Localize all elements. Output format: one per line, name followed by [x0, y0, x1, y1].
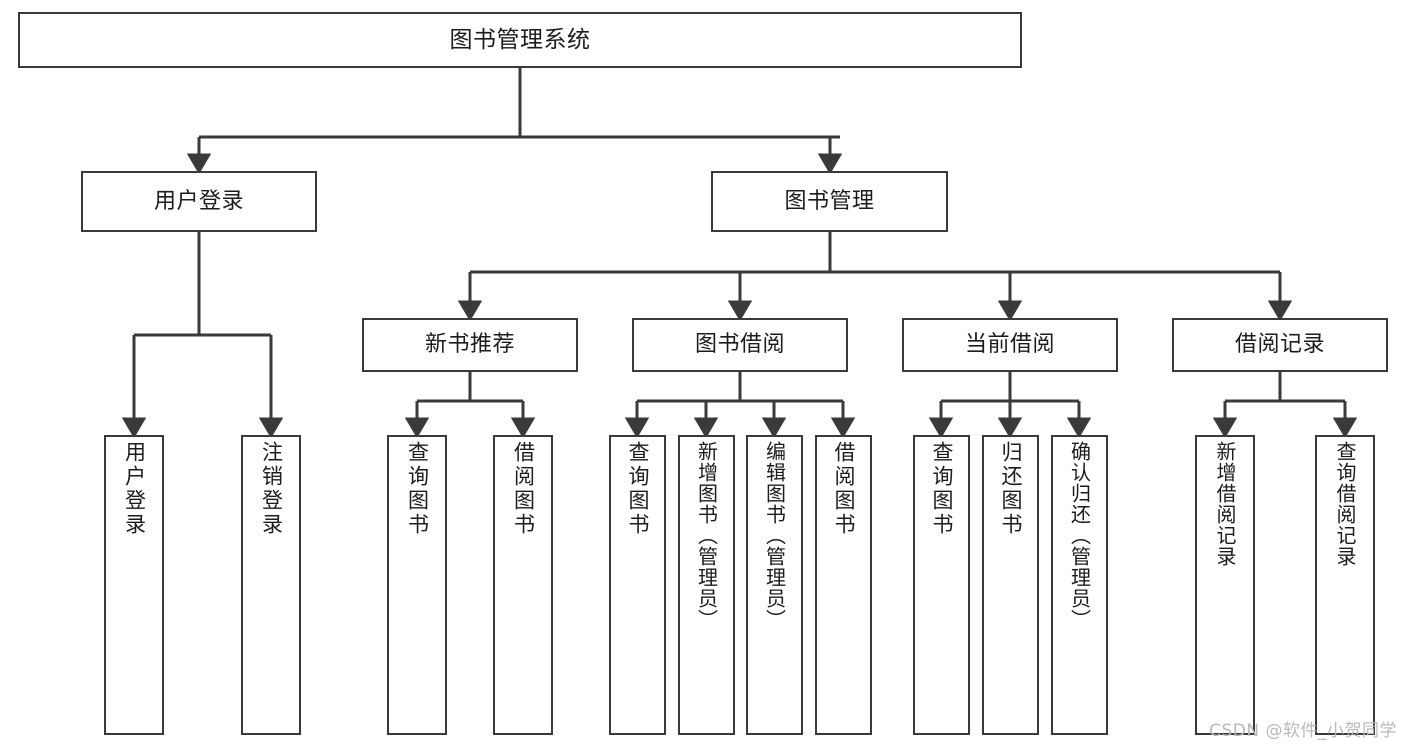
node-book-borrow[interactable]: 图书借阅 — [632, 318, 848, 372]
node-leaf-query-book-1-label: 查询图书 — [405, 441, 430, 537]
node-leaf-borrow-book-1-label: 借阅图书 — [511, 441, 536, 537]
node-leaf-add-book-label: 新增图书（管理员） — [694, 441, 719, 630]
node-borrow-record[interactable]: 借阅记录 — [1172, 318, 1388, 372]
node-leaf-logout-login-label: 注销登录 — [259, 441, 284, 537]
node-leaf-query-record[interactable]: 查询借阅记录 — [1315, 435, 1375, 735]
node-leaf-edit-book-label: 编辑图书（管理员） — [762, 441, 787, 630]
node-leaf-user-login[interactable]: 用户登录 — [104, 435, 164, 735]
node-leaf-confirm-return-label: 确认归还（管理员） — [1067, 441, 1092, 630]
node-leaf-query-book-1[interactable]: 查询图书 — [387, 435, 447, 735]
node-current-borrow[interactable]: 当前借阅 — [902, 318, 1118, 372]
node-leaf-query-record-label: 查询借阅记录 — [1333, 441, 1357, 567]
node-leaf-edit-book[interactable]: 编辑图书（管理员） — [746, 435, 803, 735]
node-borrow-record-label: 借阅记录 — [1234, 332, 1325, 358]
node-new-book-recommend[interactable]: 新书推荐 — [362, 318, 578, 372]
node-book-borrow-label: 图书借阅 — [694, 332, 785, 358]
node-leaf-borrow-book-2-label: 借阅图书 — [832, 441, 856, 537]
node-user-login-label: 用户登录 — [153, 188, 244, 214]
node-leaf-user-login-label: 用户登录 — [122, 441, 147, 537]
node-leaf-query-book-3-label: 查询图书 — [930, 441, 954, 537]
node-leaf-add-book[interactable]: 新增图书（管理员） — [678, 435, 735, 735]
node-leaf-confirm-return[interactable]: 确认归还（管理员） — [1051, 435, 1108, 735]
node-user-login[interactable]: 用户登录 — [81, 171, 317, 232]
node-leaf-logout-login[interactable]: 注销登录 — [241, 435, 301, 735]
node-current-borrow-label: 当前借阅 — [964, 332, 1055, 358]
node-leaf-query-book-3[interactable]: 查询图书 — [913, 435, 970, 735]
node-root[interactable]: 图书管理系统 — [18, 12, 1022, 68]
node-new-book-recommend-label: 新书推荐 — [424, 332, 515, 358]
node-book-management[interactable]: 图书管理 — [711, 171, 948, 232]
node-leaf-add-record-label: 新增借阅记录 — [1213, 441, 1237, 567]
node-leaf-return-book-label: 归还图书 — [999, 441, 1023, 537]
node-book-management-label: 图书管理 — [784, 188, 875, 214]
node-leaf-borrow-book-2[interactable]: 借阅图书 — [815, 435, 872, 735]
node-leaf-add-record[interactable]: 新增借阅记录 — [1195, 435, 1255, 735]
node-leaf-borrow-book-1[interactable]: 借阅图书 — [493, 435, 553, 735]
node-leaf-return-book[interactable]: 归还图书 — [982, 435, 1039, 735]
node-leaf-query-book-2-label: 查询图书 — [626, 441, 650, 537]
node-leaf-query-book-2[interactable]: 查询图书 — [609, 435, 666, 735]
node-root-label: 图书管理系统 — [449, 26, 591, 53]
